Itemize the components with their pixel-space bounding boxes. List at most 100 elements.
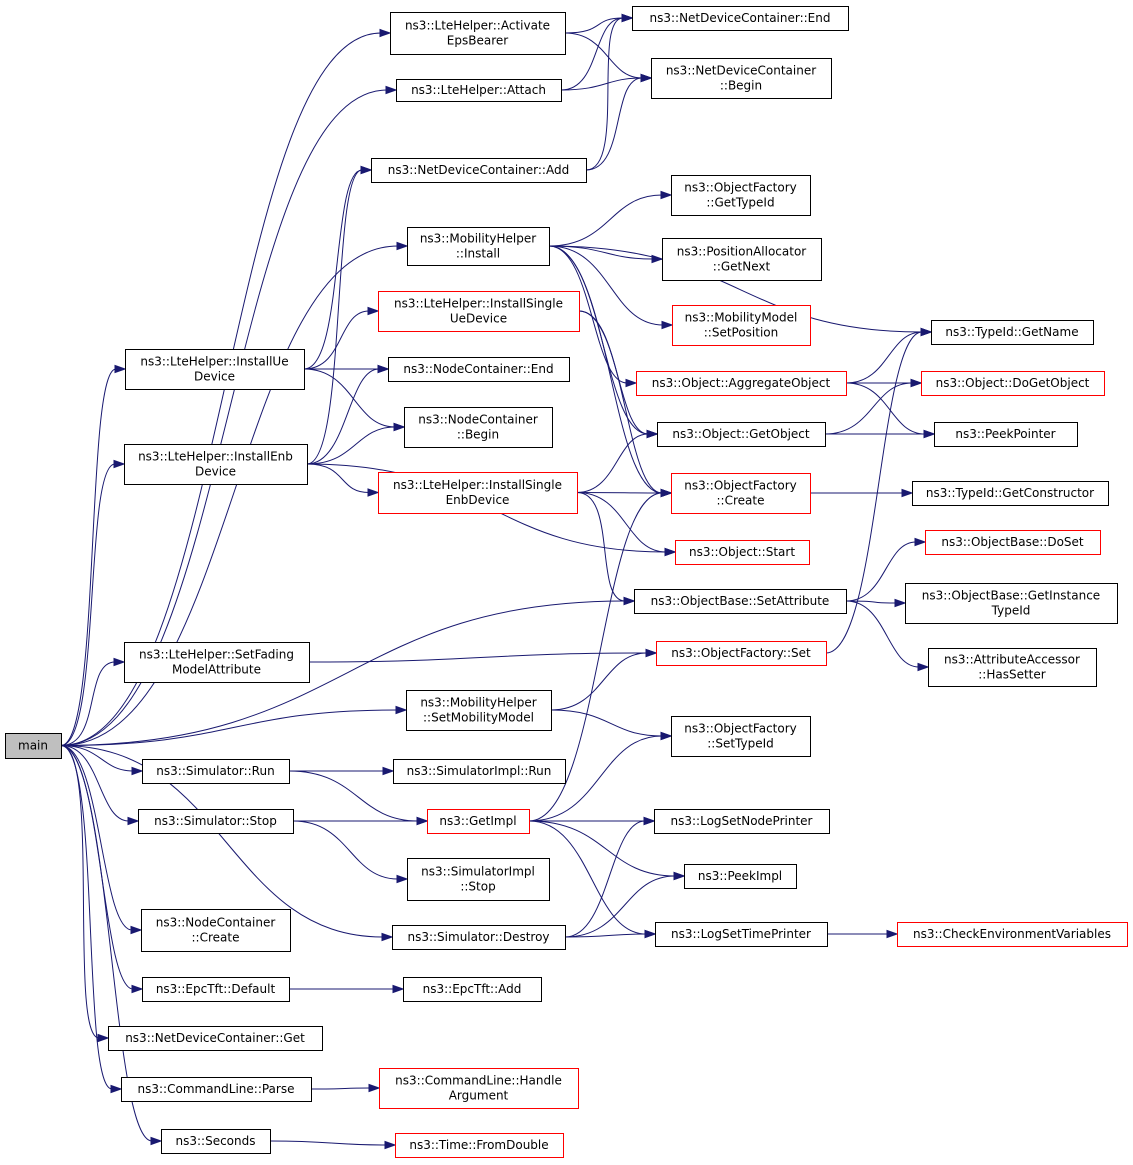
node-main[interactable]: main — [5, 733, 62, 759]
node-label: ns3::Seconds — [176, 1134, 256, 1148]
arrowhead-main-to-ndc_get — [97, 1033, 110, 1043]
node-obj-dogetobject[interactable]: ns3::Object::DoGetObject — [921, 371, 1105, 396]
edge-main-to-cl_parse — [60, 745, 113, 1090]
node-mob-setmodel[interactable]: ns3::MobilityHelper::SetMobilityModel — [406, 690, 552, 731]
edge-main-to-nc_create — [60, 745, 133, 931]
node-typeid-getctor[interactable]: ns3::TypeId::GetConstructor — [912, 481, 1109, 506]
arrowhead-lte_single_enb-to-obj_getobject — [646, 429, 659, 439]
node-label: ns3::NodeContainer::End — [403, 362, 553, 376]
arrowhead-main-to-mob_install — [396, 241, 409, 251]
node-box — [125, 349, 305, 390]
node-of-set[interactable]: ns3::ObjectFactory::Set — [656, 641, 827, 666]
node-box — [925, 530, 1101, 555]
arrowhead-main-to-lte_fading — [113, 657, 126, 667]
node-box — [671, 473, 811, 514]
node-box — [662, 238, 822, 281]
node-of-gettypeid[interactable]: ns3::ObjectFactory::GetTypeId — [671, 175, 811, 216]
node-ob-setattr[interactable]: ns3::ObjectBase::SetAttribute — [634, 589, 847, 614]
node-cl-parse[interactable]: ns3::CommandLine::Parse — [121, 1077, 312, 1102]
node-simimpl-stop[interactable]: ns3::SimulatorImpl::Stop — [407, 858, 550, 901]
node-seconds[interactable]: ns3::Seconds — [161, 1129, 271, 1154]
node-peekimpl[interactable]: ns3::PeekImpl — [684, 864, 797, 889]
node-logsetnode[interactable]: ns3::LogSetNodePrinter — [654, 809, 830, 834]
node-sim-run[interactable]: ns3::Simulator::Run — [142, 759, 290, 784]
edge-mob_install-to-mm_setpos — [548, 245, 664, 326]
node-sim-stop[interactable]: ns3::Simulator::Stop — [138, 809, 294, 834]
node-typeid-getname[interactable]: ns3::TypeId::GetName — [931, 320, 1094, 345]
node-label: ::SetPosition — [704, 326, 779, 340]
node-label: TypeId — [991, 604, 1031, 618]
node-label: ns3::Simulator::Destroy — [407, 930, 549, 944]
edge-lte_activate-to-ndc_end — [564, 17, 624, 34]
node-label: ns3::CheckEnvironmentVariables — [913, 927, 1111, 941]
node-box — [912, 481, 1109, 506]
node-label: ns3::TypeId::GetConstructor — [926, 486, 1094, 500]
node-epctft-add[interactable]: ns3::EpcTft::Add — [403, 977, 542, 1002]
node-nc-begin[interactable]: ns3::NodeContainer::Begin — [404, 407, 553, 448]
edge-ob_setattr-to-aa_hassetter — [845, 600, 920, 668]
node-time-fromdouble[interactable]: ns3::Time::FromDouble — [395, 1133, 564, 1158]
node-ndc-end[interactable]: ns3::NetDeviceContainer::End — [632, 6, 849, 31]
node-nc-create[interactable]: ns3::NodeContainer::Create — [141, 909, 291, 952]
node-obj-getobject[interactable]: ns3::Object::GetObject — [657, 422, 826, 447]
edges-layer — [60, 13, 936, 1150]
node-peekpointer[interactable]: ns3::PeekPointer — [934, 422, 1078, 447]
node-obj-aggregate[interactable]: ns3::Object::AggregateObject — [636, 371, 847, 396]
node-label: ns3::PeekPointer — [955, 427, 1055, 441]
edge-cl_parse-to-cl_handle — [310, 1087, 371, 1090]
arrowhead-ob_setattr-to-aa_hassetter — [917, 662, 930, 672]
node-ndc-begin[interactable]: ns3::NetDeviceContainer::Begin — [651, 58, 832, 99]
node-ndc-get[interactable]: ns3::NetDeviceContainer::Get — [108, 1026, 323, 1051]
node-pa-getnext[interactable]: ns3::PositionAllocator::GetNext — [662, 238, 822, 281]
node-ob-doset[interactable]: ns3::ObjectBase::DoSet — [925, 530, 1101, 555]
node-label: Argument — [449, 1089, 509, 1103]
node-box — [654, 809, 830, 834]
node-logsettime[interactable]: ns3::LogSetTimePrinter — [655, 922, 828, 947]
node-label: ns3::MobilityHelper — [420, 232, 536, 246]
node-epctft-default[interactable]: ns3::EpcTft::Default — [142, 977, 290, 1002]
edge-mob_install-to-pa_getnext — [548, 245, 654, 260]
node-label: ns3::Simulator::Run — [156, 764, 274, 778]
node-nc-end[interactable]: ns3::NodeContainer::End — [388, 357, 570, 382]
node-lte-attach[interactable]: ns3::LteHelper::Attach — [396, 79, 562, 102]
node-obj-start[interactable]: ns3::Object::Start — [675, 540, 810, 565]
node-box — [395, 1133, 564, 1158]
node-box — [897, 922, 1128, 947]
node-label: main — [18, 739, 48, 753]
node-box — [138, 809, 294, 834]
node-sim-destroy[interactable]: ns3::Simulator::Destroy — [392, 925, 566, 950]
node-aa-hassetter[interactable]: ns3::AttributeAccessor::HasSetter — [928, 648, 1097, 687]
edge-lte_fading-to-of_set — [308, 652, 648, 663]
edge-obj_aggregate-to-peekpointer — [845, 382, 926, 435]
arrowhead-obj_getobject-to-obj_dogetobject — [910, 378, 923, 388]
node-checkenv[interactable]: ns3::CheckEnvironmentVariables — [897, 922, 1128, 947]
edge-lte_enb-to-ndc_add — [306, 169, 363, 465]
node-getimpl[interactable]: ns3::GetImpl — [427, 809, 530, 834]
node-box — [403, 977, 542, 1002]
edge-lte_enb-to-lte_single_enb — [306, 463, 370, 493]
node-ndc-add[interactable]: ns3::NetDeviceContainer::Add — [371, 158, 587, 183]
arrowhead-cl_parse-to-cl_handle — [368, 1083, 381, 1093]
edge-getimpl-to-peekimpl — [528, 820, 676, 877]
node-of-settypeid[interactable]: ns3::ObjectFactory::SetTypeId — [671, 716, 811, 757]
node-of-create[interactable]: ns3::ObjectFactory::Create — [671, 473, 811, 514]
node-label: ns3::Object::AggregateObject — [652, 376, 831, 390]
edge-lte_attach-to-ndc_end — [560, 17, 624, 91]
node-mob-install[interactable]: ns3::MobilityHelper::Install — [407, 227, 550, 266]
nodes-layer: mainns3::LteHelper::ActivateEpsBearerns3… — [5, 6, 1128, 1158]
arrowhead-main-to-lte_ue — [114, 364, 127, 374]
edge-main-to-seconds — [60, 745, 153, 1142]
arrowhead-getimpl-to-of_create — [660, 488, 673, 498]
node-label: ns3::LteHelper::Attach — [411, 83, 546, 97]
node-simimpl-run[interactable]: ns3::SimulatorImpl::Run — [393, 759, 566, 784]
node-box — [634, 589, 847, 614]
node-mm-setpos[interactable]: ns3::MobilityModel::SetPosition — [672, 305, 811, 346]
